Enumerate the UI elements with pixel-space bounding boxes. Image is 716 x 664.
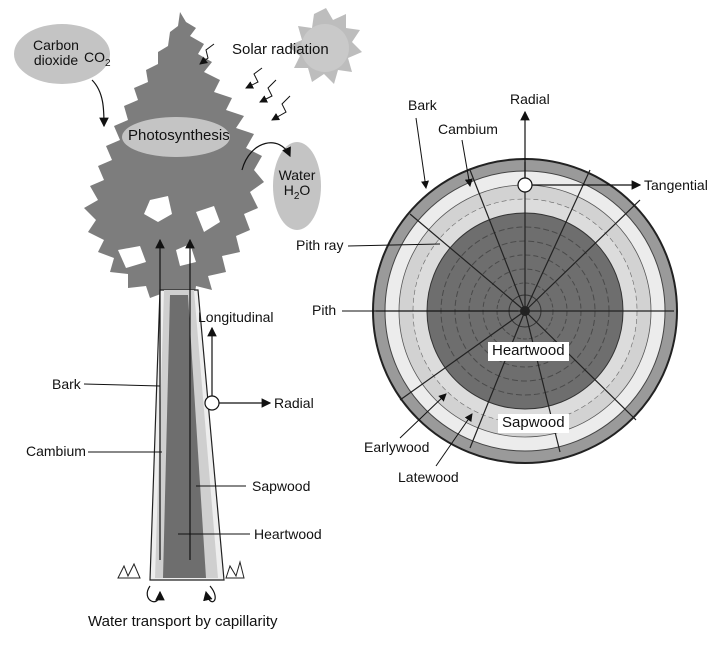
carbon-dioxide-bubble	[14, 24, 110, 84]
water-bubble	[273, 142, 321, 230]
tangential-label: Tangential	[644, 177, 708, 193]
pith-ray-label: Pith ray	[296, 237, 344, 253]
bark-label-tree: Bark	[52, 376, 81, 392]
tree-illustration	[14, 8, 362, 603]
heartwood-label-tree: Heartwood	[254, 526, 322, 542]
water-transport-label: Water transport by capillarity	[88, 613, 278, 630]
cambium-label-tree: Cambium	[26, 443, 86, 459]
trunk-heartwood	[163, 295, 206, 578]
heartwood-label-section: Heartwood	[488, 342, 569, 361]
solar-radiation-label: Solar radiation	[232, 41, 329, 58]
tangential-origin-icon	[517, 177, 533, 193]
pith-label: Pith	[312, 302, 337, 318]
cross-section-illustration	[342, 110, 678, 467]
radial-label-section: Radial	[510, 91, 550, 107]
photosynthesis-label: Photosynthesis	[128, 127, 230, 144]
radial-label-tree: Radial	[274, 395, 314, 411]
sapwood-label-tree: Sapwood	[252, 478, 311, 494]
latewood-label: Latewood	[398, 469, 459, 485]
direction-origin-icon	[204, 395, 220, 411]
cambium-label-section: Cambium	[438, 121, 498, 137]
photosynthesis-bubble	[122, 117, 230, 157]
sapwood-label-section: Sapwood	[498, 414, 569, 433]
earlywood-label: Earlywood	[364, 439, 430, 455]
longitudinal-label: Longitudinal	[198, 309, 274, 325]
co2-formula: CO2	[84, 49, 111, 69]
bark-label-section: Bark	[408, 97, 437, 113]
